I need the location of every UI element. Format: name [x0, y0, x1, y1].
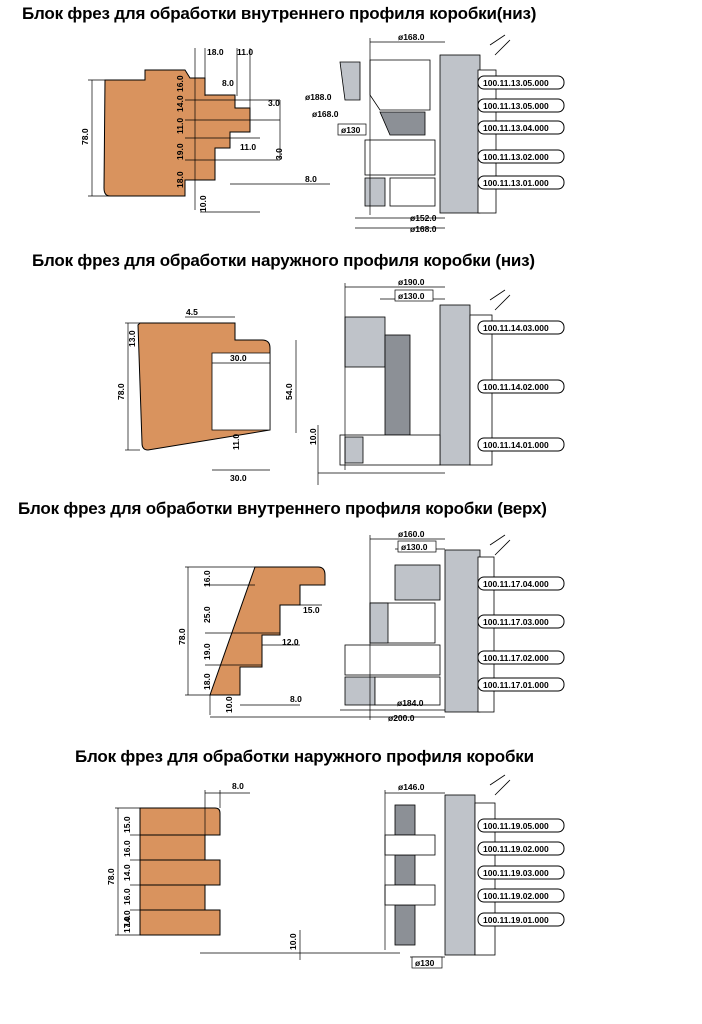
dim-label: 78.0 — [80, 128, 90, 145]
diameter-label: ø188.0 — [305, 92, 332, 102]
dim-label: 3.0 — [274, 148, 284, 160]
diameter-label: ø130.0 — [401, 542, 428, 552]
diameter-label: ø130.0 — [398, 291, 425, 301]
dim-label: 12.0 — [282, 637, 299, 647]
diameter-label: ø160.0 — [398, 529, 425, 539]
dim-label: 18.0 — [207, 47, 224, 57]
dim-label: 14.0 — [122, 910, 132, 927]
section-title: Блок фрез для обработки внутреннего проф… — [22, 4, 537, 23]
part-code: 100.11.19.01.000 — [483, 915, 549, 925]
part-code: 100.11.17.02.000 — [483, 653, 549, 663]
drawing-3: 16.0 15.0 25.0 78.0 12.0 19.0 18.0 8.0 1… — [177, 529, 565, 723]
part-code-list: 100.11.17.04.000 100.11.17.03.000 100.11… — [477, 576, 565, 692]
dim-label: 16.0 — [122, 840, 132, 857]
section-outer-profile: Блок фрез для обработки наружного профил… — [0, 735, 702, 1024]
part-code: 100.11.13.01.000 — [483, 178, 549, 188]
diameter-label: ø184.0 — [397, 698, 424, 708]
part-code: 100.11.19.03.000 — [483, 868, 549, 878]
part-code: 100.11.13.05.000 — [483, 101, 549, 111]
cutter-assembly — [340, 534, 511, 720]
dim-label: 25.0 — [202, 606, 212, 623]
dim-label: 10.0 — [288, 933, 298, 950]
diameter-label: ø146.0 — [398, 782, 425, 792]
drawing-1: 18.0 11.0 8.0 3.0 16.0 14.0 11.0 19.0 18… — [80, 32, 565, 234]
dim-label: 78.0 — [106, 868, 116, 885]
part-code: 100.11.19.02.000 — [483, 844, 549, 854]
dim-label: 4.5 — [186, 307, 198, 317]
section-outer-profile-bottom: Блок фрез для обработки наружного профил… — [0, 245, 702, 495]
diameter-label: ø130 — [415, 958, 435, 968]
dim-label: 14.0 — [122, 864, 132, 881]
part-code: 100.11.14.02.000 — [483, 382, 549, 392]
dim-label: 3.0 — [268, 98, 280, 108]
drawing-4: 8.0 15.0 16.0 14.0 78.0 16.0 14.0 17.0 1… — [106, 774, 565, 969]
dim-label: 16.0 — [202, 570, 212, 587]
part-code: 100.11.14.01.000 — [483, 440, 549, 450]
section-title: Блок фрез для обработки внутреннего проф… — [18, 499, 547, 518]
dim-label: 8.0 — [290, 694, 302, 704]
drawing-2: 4.5 13.0 30.0 78.0 54.0 11.0 10.0 30.0 ø… — [116, 277, 565, 485]
part-code: 100.11.19.05.000 — [483, 821, 549, 831]
diameter-label: ø168.0 — [410, 224, 437, 234]
part-code: 100.11.13.02.000 — [483, 152, 549, 162]
part-code-list: 100.11.19.05.000 100.11.19.02.000 100.11… — [477, 818, 565, 927]
section-inner-profile-top: Блок фрез для обработки внутреннего проф… — [0, 495, 702, 735]
wood-profile — [139, 807, 221, 936]
dim-label: 15.0 — [122, 816, 132, 833]
dim-label: 18.0 — [175, 171, 185, 188]
diameter-label: ø130 — [341, 125, 361, 135]
dim-label: 8.0 — [305, 174, 317, 184]
part-code: 100.11.19.02.000 — [483, 891, 549, 901]
dim-label: 19.0 — [175, 143, 185, 160]
part-code: 100.11.17.04.000 — [483, 579, 549, 589]
part-code: 100.11.17.01.000 — [483, 680, 549, 690]
dim-label: 16.0 — [175, 75, 185, 92]
dim-label: 30.0 — [230, 353, 247, 363]
dim-label: 10.0 — [224, 696, 234, 713]
dim-label: 14.0 — [175, 95, 185, 112]
dim-label: 8.0 — [222, 78, 234, 88]
dim-label: 78.0 — [177, 628, 187, 645]
dim-label: 11.0 — [175, 118, 185, 134]
wood-profile — [209, 566, 326, 696]
dim-label: 54.0 — [284, 383, 294, 400]
dim-label: 11.0 — [231, 434, 241, 450]
diameter-label: ø200.0 — [388, 713, 415, 723]
dim-label: 11.0 — [240, 142, 256, 152]
part-code-list: 100.11.13.05.000 100.11.13.05.000 100.11… — [477, 75, 565, 190]
dim-label: 10.0 — [308, 428, 318, 445]
dim-label: 13.0 — [127, 330, 137, 347]
dim-label: 78.0 — [116, 383, 126, 400]
diameter-label: ø168.0 — [312, 109, 339, 119]
dim-label: 19.0 — [202, 643, 212, 660]
dim-label: 16.0 — [122, 888, 132, 905]
diameter-label: ø168.0 — [398, 32, 425, 42]
cutter-assembly — [384, 774, 511, 958]
part-code: 100.11.13.04.000 — [483, 123, 549, 133]
dim-label: 30.0 — [230, 473, 247, 483]
part-code: 100.11.17.03.000 — [483, 617, 549, 627]
dim-label: 10.0 — [198, 195, 208, 212]
section-title: Блок фрез для обработки наружного профил… — [32, 251, 535, 270]
section-inner-profile-bottom: Блок фрез для обработки внутреннего проф… — [0, 0, 702, 245]
dim-label: 8.0 — [232, 781, 244, 791]
part-code: 100.11.14.03.000 — [483, 323, 549, 333]
diameter-label: ø190.0 — [398, 277, 425, 287]
dim-label: 11.0 — [237, 47, 253, 57]
part-code: 100.11.13.05.000 — [483, 78, 549, 88]
diameter-label: ø152.0 — [410, 213, 437, 223]
dim-label: 15.0 — [303, 605, 320, 615]
dim-label: 17.0 — [122, 916, 132, 933]
wood-profile — [103, 69, 251, 197]
dim-label: 18.0 — [202, 673, 212, 690]
section-title: Блок фрез для обработки наружного профил… — [75, 747, 534, 766]
part-code-list: 100.11.14.03.000 100.11.14.02.000 100.11… — [477, 320, 565, 452]
